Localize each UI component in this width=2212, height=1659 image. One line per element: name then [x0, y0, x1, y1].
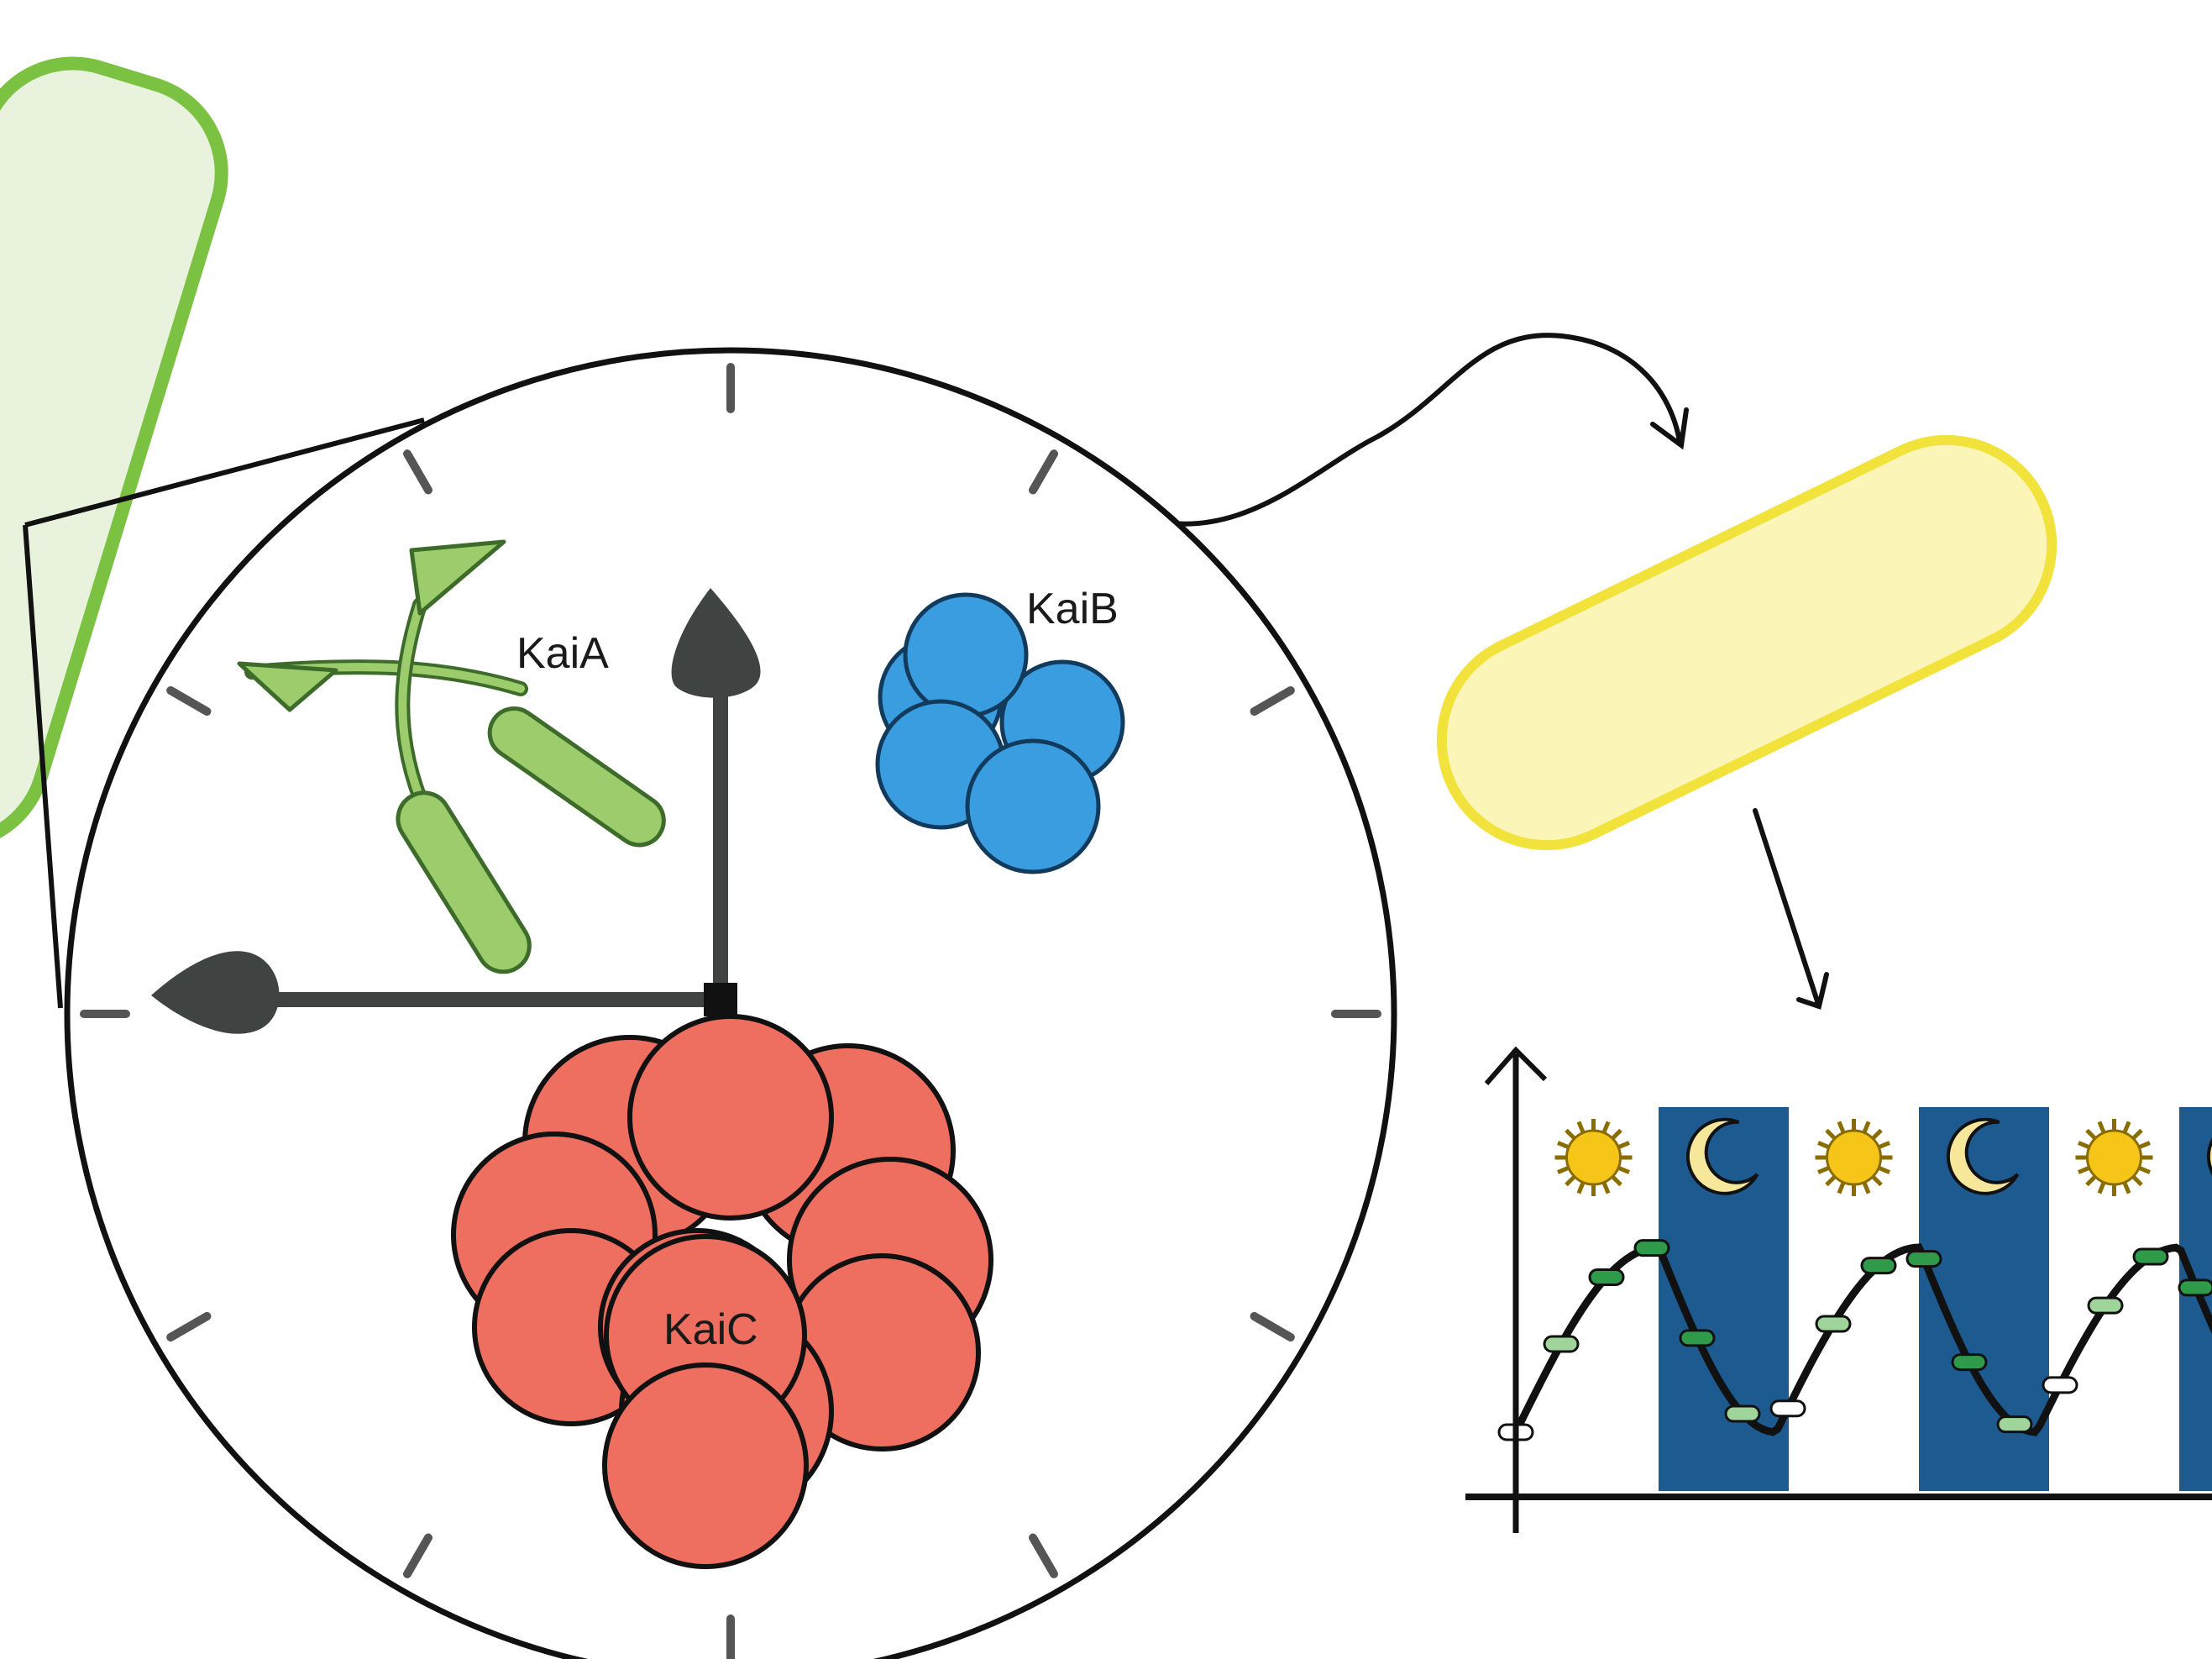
wavy-arrow-head: [1650, 407, 1689, 450]
down-arrow-head: [1796, 972, 1829, 1010]
clock-tick: [403, 449, 432, 495]
curve-marker: [1951, 1353, 1988, 1372]
curve-marker: [1860, 1257, 1897, 1275]
kaia-protein: [237, 539, 666, 974]
kaic-label: KaiC: [663, 1305, 758, 1354]
green-cell-body: [0, 56, 228, 851]
curve-marker: [2087, 1296, 2124, 1315]
clock-tick: [1250, 686, 1295, 716]
zoom-line-top: [24, 417, 425, 528]
kaia-rod-bottom: [396, 790, 532, 974]
kaic-lobe-front: [602, 1362, 809, 1569]
night-band: [2179, 1107, 2212, 1491]
clock-ticks: [80, 363, 1381, 1659]
clock-center: [704, 983, 737, 1016]
curve-marker: [1633, 1239, 1670, 1257]
clock-tick: [1250, 1312, 1295, 1341]
curve-marker: [1543, 1335, 1580, 1353]
night-bands: [1659, 1107, 2212, 1491]
green-cell: [0, 56, 228, 851]
kaia-rod-right: [487, 706, 666, 848]
kaib-sphere: [903, 592, 1029, 718]
curve-marker: [1724, 1404, 1761, 1423]
curve-marker: [1679, 1329, 1716, 1347]
clock-tick: [1029, 449, 1058, 495]
curve-marker: [1588, 1268, 1625, 1286]
kaib-sphere: [965, 738, 1101, 874]
curve-marker: [1905, 1250, 1942, 1268]
curve-marker: [2042, 1376, 2078, 1394]
curve-marker: [1769, 1399, 1806, 1418]
curve-marker: [2132, 1247, 2169, 1266]
y-axis-arrowhead: [1484, 1046, 1548, 1085]
rhythm-plot: [1465, 1046, 2212, 1533]
minute-hand-tip: [151, 951, 280, 1034]
sun-icon: [1554, 1119, 1633, 1196]
kaia-label: KaiA: [516, 629, 609, 678]
curve-marker: [2178, 1278, 2212, 1297]
clock-tick: [166, 1312, 212, 1341]
down-arrow-shaft: [1753, 808, 1821, 1006]
yellow-cell-body: [1436, 434, 2057, 851]
kaia-triangle-top: [409, 539, 506, 616]
down-arrow: [1753, 808, 1829, 1010]
clock-tick: [1029, 1533, 1058, 1578]
kaic-protein: [451, 1014, 993, 1569]
clock-tick: [166, 686, 212, 716]
clock-tick: [403, 1533, 432, 1578]
moon-icon: [1946, 1117, 2020, 1195]
curve-marker: [1996, 1415, 2033, 1434]
clock-hands: [151, 588, 761, 1034]
phase-icons: [1554, 1117, 2212, 1196]
curve-markers: [1497, 1239, 2212, 1441]
wavy-arrow: [1123, 333, 1689, 527]
kaic-lobe: [627, 1014, 834, 1221]
moon-icon: [2206, 1137, 2212, 1176]
wavy-arrow-path: [1123, 333, 1682, 527]
zoom-lines: [23, 417, 425, 1009]
hour-hand-tip: [671, 588, 761, 698]
kaia-triangle-left: [237, 661, 338, 712]
kaib-label: KaiB: [1026, 585, 1119, 633]
zoom-line-bottom: [23, 524, 63, 1009]
sun-icon: [2075, 1119, 2153, 1196]
curve-marker: [1815, 1315, 1852, 1333]
yellow-cell: [1436, 434, 2057, 851]
kaib-protein: [875, 592, 1125, 874]
sun-icon: [1815, 1119, 1893, 1196]
rhythm-curve: [1512, 1243, 2212, 1436]
moon-icon: [1685, 1117, 1759, 1195]
